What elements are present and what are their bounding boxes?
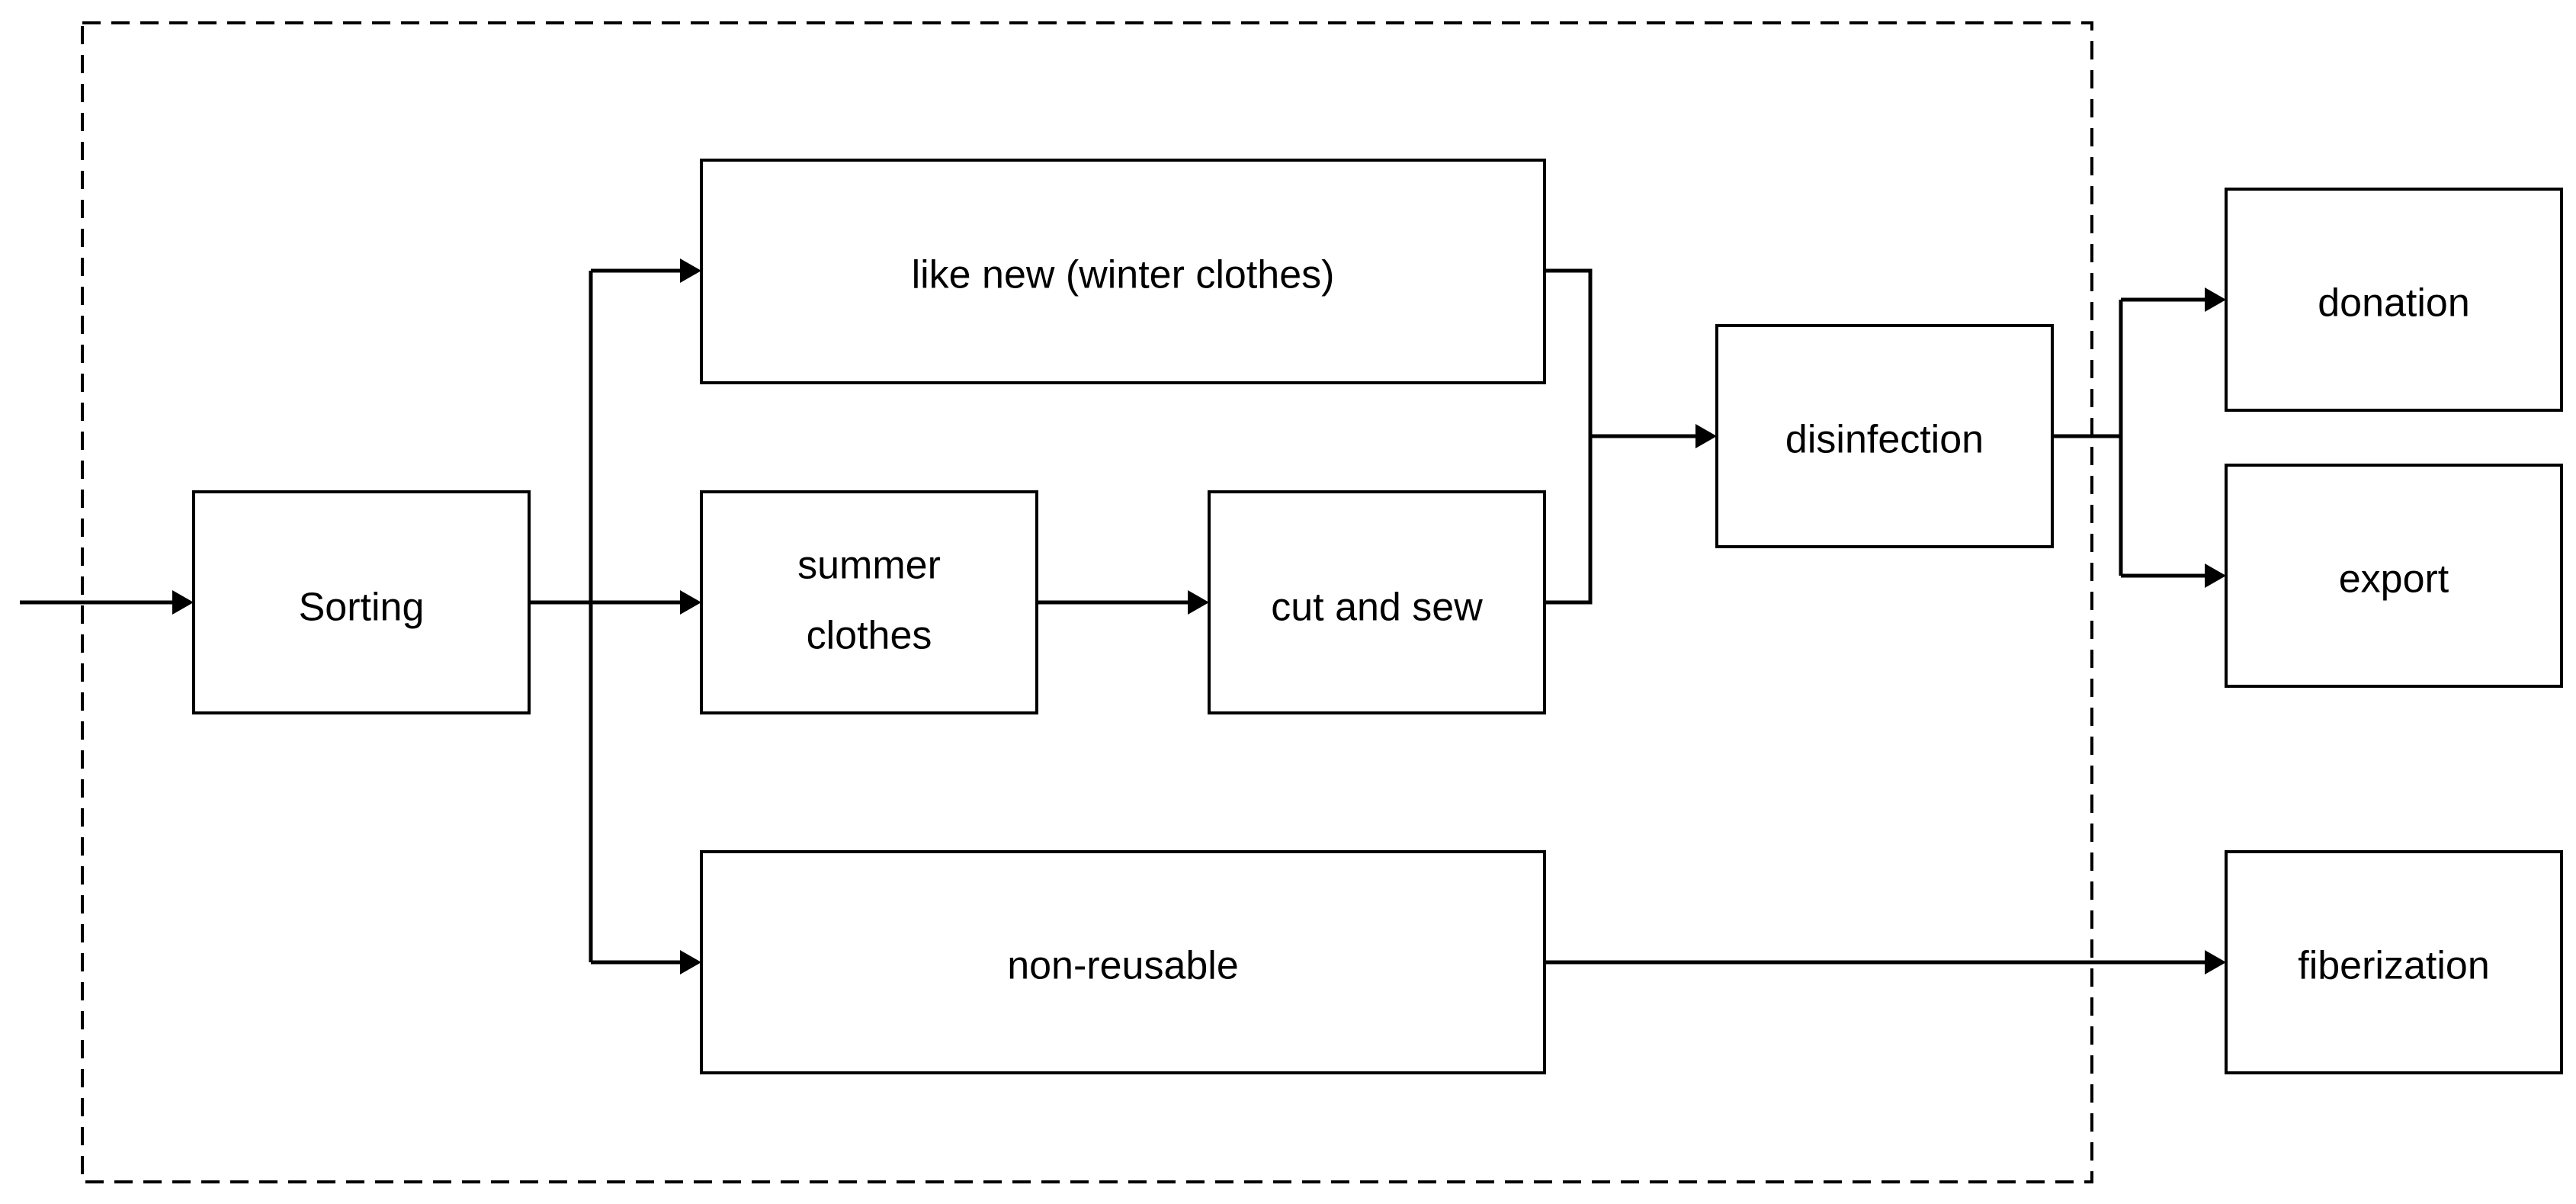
arrowhead-summer-clothes (680, 590, 701, 615)
node-cut-and-sew: cut and sew (1208, 490, 1546, 714)
arrowhead-fiberization (2205, 950, 2226, 974)
node-disinfection: disinfection (1715, 324, 2054, 548)
arrowhead-sorting (172, 590, 194, 615)
node-sorting: Sorting (192, 490, 531, 714)
node-summer-clothes-label-line1: summer (797, 544, 941, 588)
node-export: export (2225, 464, 2563, 688)
arrowhead-cut-and-sew (1188, 590, 1209, 615)
node-donation-label: donation (2318, 281, 2470, 326)
arrowhead-export (2205, 563, 2226, 588)
node-donation: donation (2225, 188, 2563, 412)
node-fiberization: fiberization (2225, 850, 2563, 1074)
arrowhead-like-new (680, 258, 701, 283)
node-sorting-label: Sorting (299, 586, 425, 630)
node-non-reusable: non-reusable (700, 850, 1546, 1074)
arrowhead-non-reusable (680, 950, 701, 974)
node-disinfection-label: disinfection (1785, 418, 1984, 462)
node-like-new: like new (winter clothes) (700, 159, 1546, 384)
node-summer-clothes: summer clothes (700, 490, 1038, 714)
node-cut-and-sew-label: cut and sew (1271, 586, 1483, 630)
node-fiberization-label: fiberization (2298, 944, 2489, 988)
node-non-reusable-label: non-reusable (1007, 944, 1239, 988)
arrowhead-disinfection (1695, 424, 1717, 448)
node-export-label: export (2339, 557, 2449, 602)
edge-like-new-to-merge (1545, 268, 1593, 605)
arrowhead-donation (2205, 287, 2226, 312)
process-boundary (81, 21, 2093, 1183)
node-summer-clothes-label-line2: clothes (807, 614, 932, 658)
edges (20, 258, 2226, 974)
node-like-new-label: like new (winter clothes) (912, 253, 1335, 297)
